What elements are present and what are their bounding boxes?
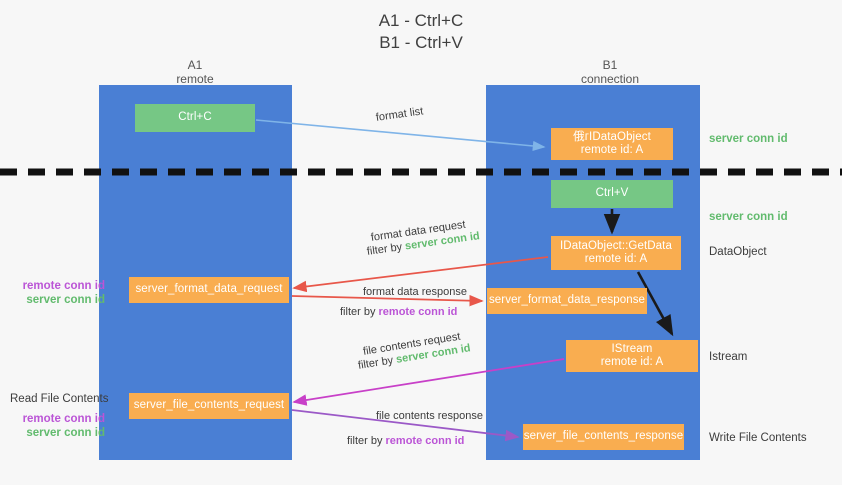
filter-by-text: filter by [366,241,403,258]
lane-header-b1: B1 connection [580,58,640,86]
arrow-label-file-contents-response: file contents response [376,410,484,422]
label-istream: Istream [709,351,748,363]
arrow-label-format-data-response-filter: filter by remote conn id [340,305,457,319]
page-title: A1 - Ctrl+C B1 - Ctrl+V [378,11,464,52]
filter-by-text: filter by [357,354,395,372]
label-server-conn-id-mid: server conn id [709,211,788,223]
label-server-conn-id: server conn id [26,427,105,439]
label-server-conn-id-top: server conn id [709,133,788,145]
label-dataobject: DataObject [709,246,767,258]
box-istream: IStream remote id: A [566,340,698,372]
arrow-label-format-data-response: format data response [363,286,467,298]
label-read-file-contents: Read File Contents [10,393,109,405]
box-idataobject: 俄гIDataObject remote id: A [551,128,673,160]
box-server-format-data-response: server_format_data_response [487,288,647,314]
label-remote-conn-id: remote conn id [22,413,105,425]
remote-conn-id-text: remote conn id [385,435,465,447]
arrow-label-format-list: format list [375,105,425,124]
label-remote-conn-id: remote conn id [22,280,105,292]
box-server-format-data-request: server_format_data_request [129,277,289,303]
box-ctrl-c: Ctrl+C [135,104,255,132]
label-server-conn-id: server conn id [26,294,105,306]
box-ctrl-v: Ctrl+V [551,180,673,208]
arrow-label-file-contents-response-filter: filter by remote conn id [347,434,464,448]
box-server-file-contents-response: server_file_contents_response [523,424,684,450]
box-server-file-contents-request: server_file_contents_request [129,393,289,419]
filter-by-text: filter by [347,435,383,447]
label-left-conn-ids-upper: remote conn id server conn id [10,279,105,307]
lane-header-a1: A1 remote [176,58,214,86]
label-left-conn-ids-lower: remote conn id server conn id [10,412,105,440]
remote-conn-id-text: remote conn id [378,306,458,318]
box-idataobject-getdata: IDataObject::GetData remote id: A [551,236,681,270]
filter-by-text: filter by [340,306,376,318]
label-write-file-contents: Write File Contents [709,432,807,444]
